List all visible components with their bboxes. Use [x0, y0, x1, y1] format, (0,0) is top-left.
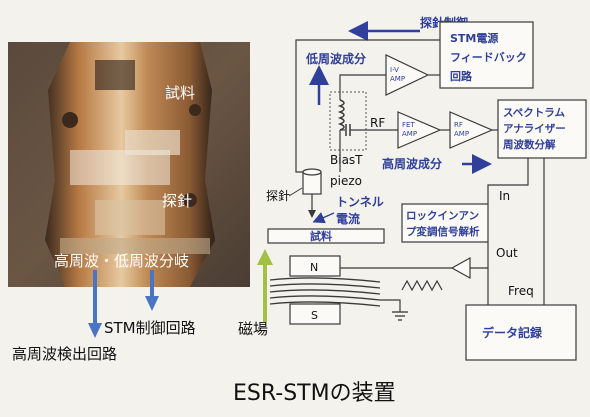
- feedback-wire: [295, 39, 440, 173]
- fet-amp-line2: AMP: [402, 130, 417, 138]
- magnet-s-label: S: [311, 309, 318, 322]
- in-label: In: [499, 189, 510, 203]
- inductor-coil: [337, 99, 345, 131]
- data-record-box: [465, 304, 577, 361]
- stm-feedback-line1: STM電源: [450, 31, 498, 45]
- magnetic-field-label: 磁場: [238, 320, 268, 338]
- magnet-s-block: [289, 303, 341, 325]
- spectrum-analyzer-box: [497, 99, 587, 159]
- piezo-label: piezo: [330, 174, 362, 188]
- photo-branch-label: 高周波・低周波分岐: [54, 252, 189, 270]
- spectrum-line2: アナライザー: [503, 123, 566, 135]
- tunnel-line2: 電流: [336, 211, 360, 226]
- stm-feedback-box: [439, 21, 534, 89]
- sample-block: [267, 228, 385, 244]
- out-label: Out: [496, 246, 518, 260]
- iv-amp-line2: AMP: [390, 75, 405, 83]
- rf-amp-line2: AMP: [454, 130, 469, 138]
- stm-feedback-line3: 回路: [450, 69, 473, 83]
- rf-amp-triangle: [449, 111, 494, 149]
- stm-control-label: STM制御回路: [104, 319, 196, 337]
- lockin-line2: プ変調信号解析: [406, 225, 480, 238]
- high-freq-label: 高周波成分: [382, 156, 442, 171]
- iv-amp-line1: I-V: [390, 66, 399, 74]
- stm-feedback-line2: フィードバック: [450, 51, 527, 64]
- fet-amp-line1: FET: [402, 121, 415, 129]
- data-record-label: データ記録: [482, 325, 543, 340]
- rf-amp-line1: RF: [454, 121, 463, 129]
- apparatus-photo: [8, 42, 250, 287]
- probe-label: 探針: [266, 188, 290, 203]
- probe-pointer: [288, 187, 303, 197]
- biast-label: BiasT: [330, 153, 363, 167]
- rf-label: RF: [370, 116, 385, 130]
- biast-box: [329, 91, 367, 151]
- lockin-box: [401, 203, 489, 243]
- modulation-wave: [401, 279, 443, 292]
- spectrum-line1: スペクトラム: [503, 107, 565, 119]
- photo-down-arrows: [88, 270, 159, 338]
- sample-label: 試料: [310, 229, 332, 243]
- tunnel-line1: トンネル: [336, 195, 384, 209]
- freq-label: Freq: [508, 284, 534, 298]
- tunnel-arrow: [312, 212, 335, 224]
- photo-probe-label: 探針: [162, 192, 192, 210]
- photo-sample-label: 試料: [165, 84, 195, 102]
- magnet-n-block: [289, 255, 341, 277]
- lockin-line1: ロックインアン: [406, 210, 479, 222]
- figure-caption: ESR-STMの装置: [233, 381, 396, 406]
- magnet-n-label: N: [310, 261, 318, 274]
- spectrum-line3: 周波数分解: [503, 138, 556, 151]
- piezo-probe: [302, 168, 322, 218]
- coil-driver-triangle: [450, 256, 471, 280]
- hf-detect-label: 高周波検出回路: [12, 345, 117, 363]
- magnet-coil: [269, 277, 381, 307]
- low-freq-label: 低周波成分: [305, 51, 366, 66]
- fet-amp-triangle: [397, 111, 442, 149]
